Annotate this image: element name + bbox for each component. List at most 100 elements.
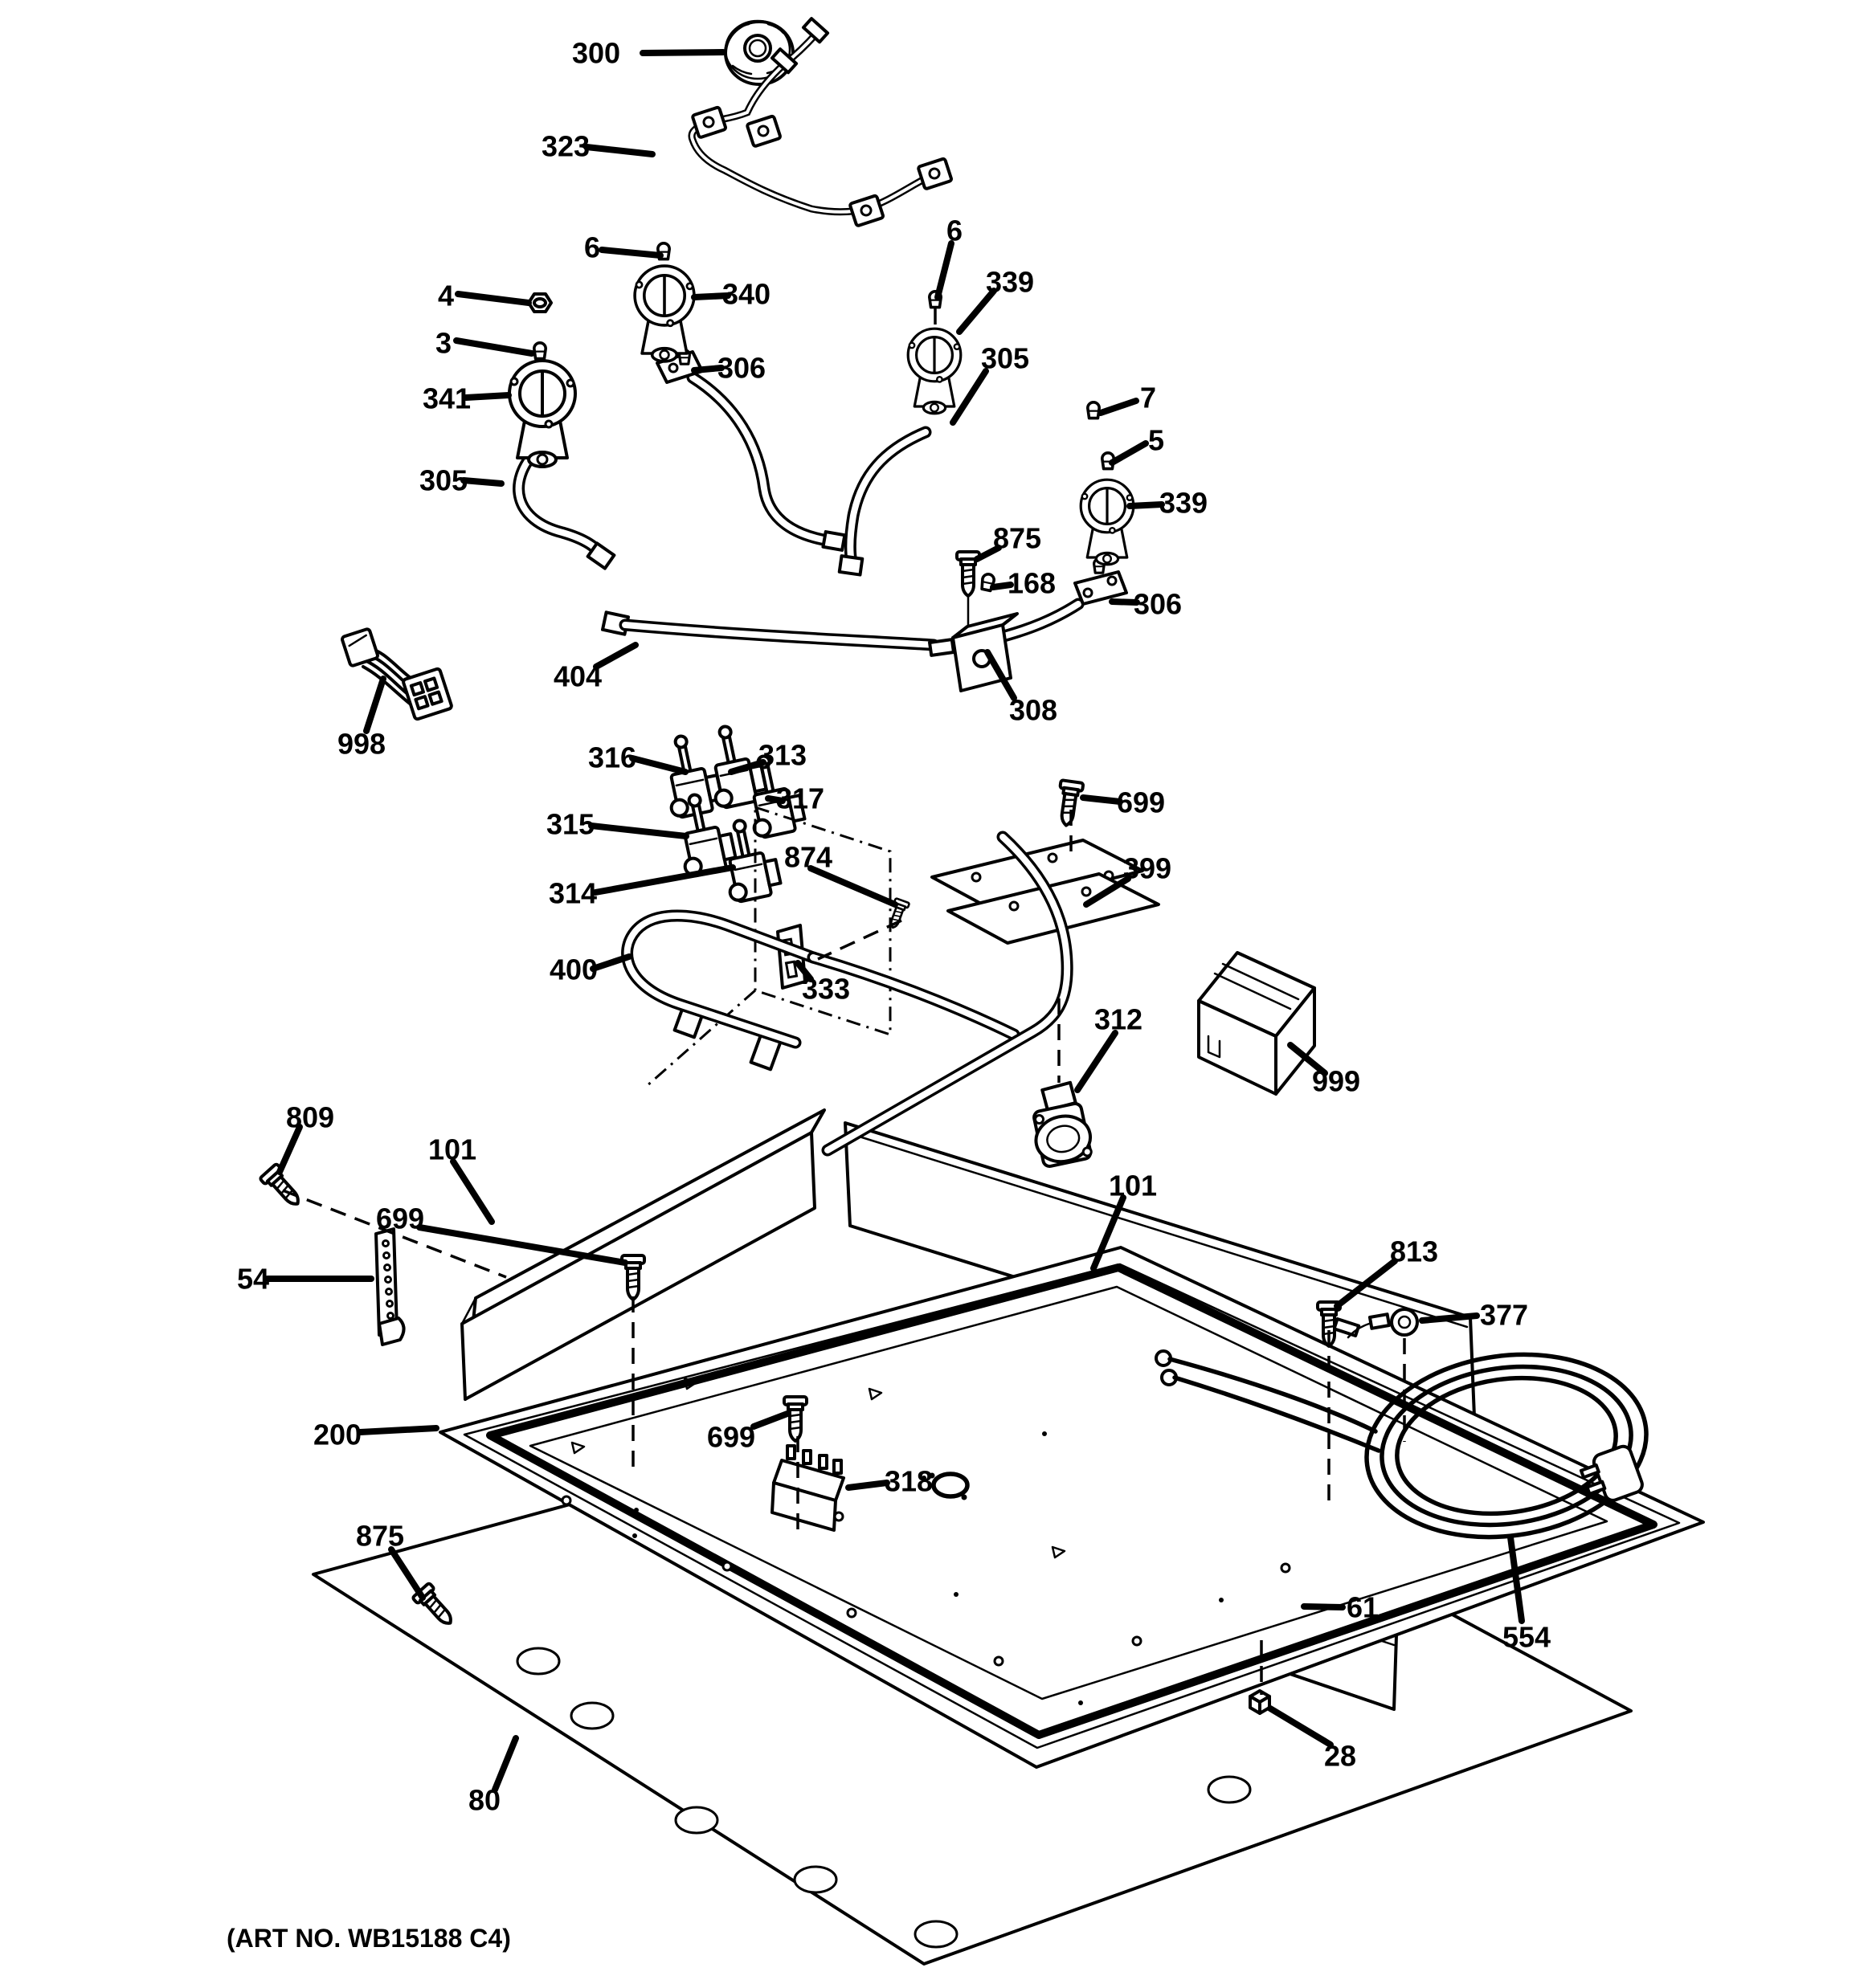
part-number-label: 999: [1312, 1065, 1360, 1098]
part-number-label: 400: [550, 953, 598, 986]
part-number-label: 305: [981, 342, 1029, 375]
power-cord-554: [1155, 1316, 1649, 1540]
callout-312: 312: [1074, 1003, 1142, 1093]
callout-leader-line: [765, 795, 786, 804]
part-number-label: 341: [423, 382, 471, 415]
callout-313: 313: [728, 739, 807, 775]
callout-leader-line: [1126, 501, 1165, 509]
callout-leader-line: [934, 240, 954, 300]
callout-leader-line: [845, 1480, 890, 1491]
callout-leader-line: [691, 365, 725, 374]
valve-cluster: [646, 719, 892, 1088]
manifold-pipe-400: [621, 909, 1020, 1072]
part-number-label: 314: [549, 877, 597, 910]
callout-leader-line: [795, 960, 814, 982]
callout-leader-line: [1074, 1030, 1118, 1093]
callout-809: 809: [276, 1101, 334, 1175]
callout-leader-line: [463, 392, 512, 401]
callout-6: 6: [584, 231, 664, 264]
callout-leader-line: [1083, 876, 1131, 908]
part-number-label: 7: [1140, 382, 1156, 414]
callout-318: 318: [845, 1465, 933, 1498]
callout-leader-line: [363, 676, 386, 734]
callout-leader-line: [276, 1124, 303, 1175]
callout-80: 80: [468, 1735, 519, 1817]
wire-connector-998: [341, 627, 453, 721]
callout-leader-line: [1334, 1258, 1398, 1309]
callout-leader-line: [807, 865, 898, 908]
orifice-7: [1086, 400, 1101, 420]
callout-3: 3: [435, 327, 535, 360]
burner-base-340: [633, 264, 696, 363]
part-number-label: 101: [1109, 1170, 1157, 1202]
part-number-label: 317: [776, 782, 824, 815]
part-number-label: 305: [419, 464, 468, 497]
burner-base-341: [508, 359, 577, 468]
part-number-label: 316: [588, 741, 636, 774]
part-number-label: 404: [554, 660, 602, 693]
callout-leader-line: [1287, 1042, 1328, 1076]
callout-315: 315: [546, 808, 689, 841]
callout-316: 316: [588, 741, 689, 775]
burner-base-339-lower: [1079, 478, 1135, 566]
callout-28: 28: [1267, 1705, 1356, 1773]
callout-leader-line: [1090, 1194, 1126, 1272]
callout-leader-line: [460, 477, 505, 487]
art-number: (ART NO. WB15188 C4): [227, 1924, 511, 1953]
part-number-label: 333: [802, 973, 850, 1006]
callout-999: 999: [1287, 1042, 1360, 1098]
callout-54: 54: [237, 1263, 374, 1296]
callout-leader-line: [984, 649, 1017, 701]
callout-875: 875: [356, 1520, 426, 1601]
igniter-switch-377: [1347, 1308, 1419, 1339]
callout-leader-line: [492, 1735, 519, 1793]
callout-168: 168: [990, 567, 1056, 600]
callout-leader-line: [583, 144, 656, 157]
callout-leader-line: [1267, 1705, 1334, 1748]
part-number-label: 168: [1008, 567, 1056, 600]
callout-leader-line: [599, 247, 664, 259]
callout-339: 339: [956, 266, 1034, 335]
callout-leader-line: [1098, 398, 1139, 416]
callout-306: 306: [1109, 588, 1182, 621]
part-number-label: 554: [1502, 1621, 1551, 1654]
callout-314: 314: [549, 864, 736, 910]
part-number-label: 6: [946, 214, 963, 247]
callout-leader-line: [640, 49, 726, 56]
part-number-label: 308: [1009, 694, 1057, 727]
spark-module-318: [770, 1444, 845, 1532]
callout-leader-line: [357, 1425, 439, 1435]
callout-leader-line: [590, 953, 632, 972]
supply-pipe-399: [821, 831, 1073, 1157]
igniter-harness-323: [688, 17, 953, 227]
part-number-label: 312: [1094, 1003, 1142, 1036]
callout-377: 377: [1419, 1299, 1528, 1332]
part-number-label: 306: [717, 352, 766, 385]
callout-101: 101: [428, 1133, 495, 1225]
burner-tube-305-left: [513, 443, 616, 570]
callout-874: 874: [784, 841, 898, 908]
callout-404: 404: [554, 642, 639, 693]
part-number-label: 5: [1148, 424, 1164, 457]
callout-699: 699: [376, 1202, 628, 1266]
callout-leader-line: [750, 1410, 791, 1430]
part-number-label: 875: [993, 522, 1041, 555]
callout-leader-line: [455, 291, 532, 306]
callout-323: 323: [542, 130, 656, 163]
pressure-regulator-312: [1032, 1080, 1093, 1168]
part-number-label: 318: [885, 1465, 933, 1498]
callout-leader-line: [588, 823, 689, 839]
burner-base-339-upper: [906, 327, 963, 415]
callout-317: 317: [765, 782, 824, 815]
part-number-label: 399: [1123, 852, 1171, 885]
supply-tube-404: [601, 598, 1085, 651]
callout-leader-line: [728, 759, 766, 775]
burner-tube-305-mid: [837, 426, 932, 577]
part-number-label: 306: [1134, 588, 1182, 621]
callout-699: 699: [1080, 786, 1165, 819]
part-number-label: 699: [707, 1421, 755, 1454]
callout-leader-line: [974, 545, 1002, 562]
callout-leader-line: [950, 368, 989, 426]
part-number-label: 323: [542, 130, 590, 163]
